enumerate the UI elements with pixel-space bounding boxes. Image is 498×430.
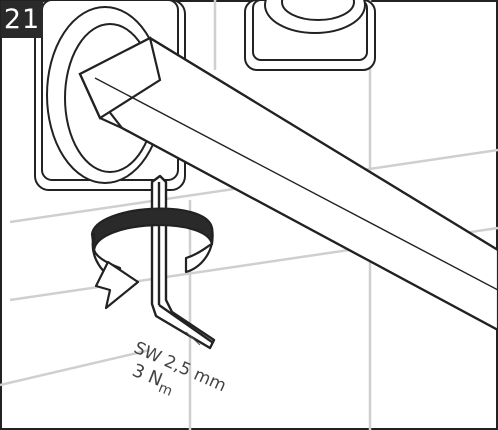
step-number-badge: 21 — [1, 1, 43, 38]
rotation-arrow-icon — [90, 207, 214, 310]
right-wall-rosette — [244, 0, 376, 71]
hex-key-icon — [150, 174, 216, 350]
spec-leader-line — [185, 331, 201, 346]
spout — [78, 36, 498, 332]
